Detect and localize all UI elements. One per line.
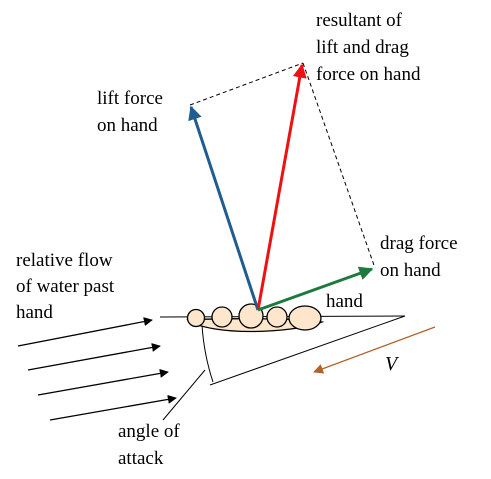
resultant-label-line-3: force on hand [316, 64, 421, 85]
angle-label-line-2: attack [118, 448, 164, 469]
hand-label: hand [326, 291, 363, 312]
angle-label-line-1: angle of [118, 421, 180, 442]
hand-shape [186, 303, 325, 333]
finger [266, 306, 288, 328]
dashed-construction-right [302, 62, 376, 269]
velocity-arrow [313, 326, 436, 374]
flow-label-line-3: hand [16, 302, 53, 323]
dashed-construction-top [189, 62, 304, 106]
flow-label-line-2: of water past [16, 276, 115, 297]
flow-direction-line [209, 315, 406, 386]
flow-arrow [37, 368, 169, 396]
finger [186, 308, 206, 328]
flow-arrow [27, 343, 161, 371]
resultant-label-line-1: resultant of [316, 10, 403, 31]
flow-arrow [49, 394, 177, 421]
finger [211, 306, 233, 328]
lift-force-vector [188, 105, 260, 311]
drag-force-vector [257, 266, 374, 312]
velocity-label: V [385, 353, 400, 375]
resultant-label-line-2: lift and drag [316, 37, 409, 58]
resultant-force-vector [256, 63, 307, 311]
flow-arrow [17, 317, 153, 347]
lift-label-line-1: lift force [97, 88, 163, 109]
flow-label-line-1: relative flow [16, 250, 113, 271]
thumb [288, 305, 322, 331]
drag-label-line-2: on hand [380, 260, 441, 281]
lift-label-line-2: on hand [97, 115, 158, 136]
angle-leader-line [162, 369, 206, 421]
angle-of-attack-arc [201, 324, 214, 383]
drag-label-line-1: drag force [380, 233, 458, 254]
